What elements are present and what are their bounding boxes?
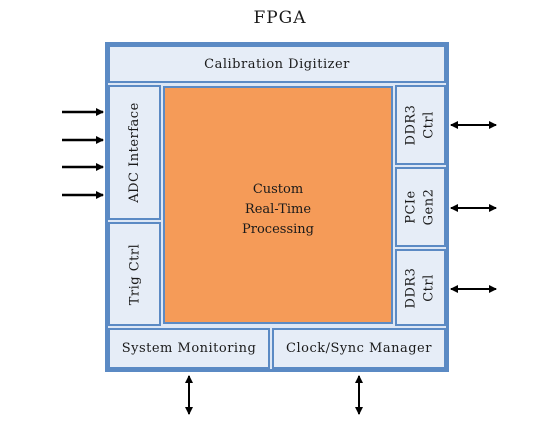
custom-real-time-processing-block: Custom Real-Time Processing bbox=[163, 86, 393, 324]
calibration-digitizer-block: Calibration Digitizer bbox=[108, 45, 446, 83]
calibration-digitizer-label: Calibration Digitizer bbox=[204, 56, 350, 72]
core-label-line-3: Processing bbox=[242, 222, 314, 237]
ddr3-ctrl-top-block: DDR3 Ctrl bbox=[395, 85, 446, 165]
core-label-line-2: Real-Time bbox=[244, 202, 312, 217]
trig-ctrl-block: Trig Ctrl bbox=[108, 222, 161, 326]
core-label-line-1: Custom bbox=[252, 182, 304, 197]
clock-sync-manager-block: Clock/Sync Manager bbox=[272, 328, 446, 369]
pcie-gen2-block: PCIe Gen2 bbox=[395, 167, 446, 247]
system-monitoring-label: System Monitoring bbox=[121, 341, 257, 356]
ddr3-ctrl-bottom-block: DDR3 Ctrl bbox=[395, 249, 446, 326]
clock-sync-manager-label: Clock/Sync Manager bbox=[286, 341, 432, 356]
adc-interface-block: ADC Interface bbox=[108, 85, 161, 220]
system-monitoring-block: System Monitoring bbox=[108, 328, 270, 369]
diagram-title: FPGA bbox=[253, 8, 307, 28]
